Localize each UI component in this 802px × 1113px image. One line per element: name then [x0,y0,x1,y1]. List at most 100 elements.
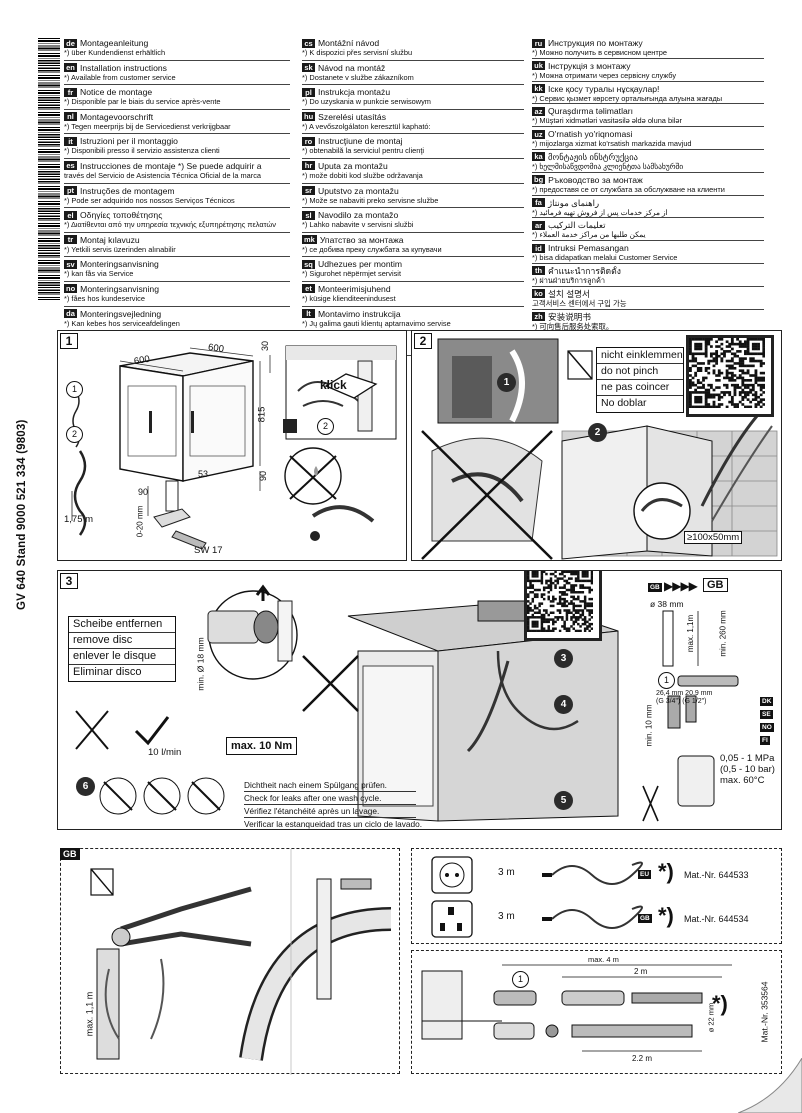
max-temperature: max. 60°C [720,775,765,786]
accessory-1-marker: 1 [512,971,529,988]
barcode [38,38,60,300]
language-title: Упатство за монтажа [319,234,404,245]
language-note: *) Tegen meerprijs bij de Servicedienst … [64,121,231,131]
hose-mat-number: Mat.-Nr. 353564 [759,981,770,1043]
drain-max: max. 1,1m [686,614,696,653]
language-code: mk [302,235,317,245]
language-note: *) K dispozici přes servisní službu [302,48,413,57]
gb-tag: GB [60,848,80,860]
language-title: Monteerimisjuhend [318,283,391,294]
language-title: Intruksi Pemasangan [548,243,629,254]
language-title: Szerelési utasítás [318,111,386,122]
language-title: คำแนะนำการติดตั้ง [548,265,621,276]
eu-flag: EU [638,870,652,879]
language-note: *) A vevőszolgálaton keresztül kapható: [302,121,431,131]
language-title: Montavimo instrukcija [318,308,401,319]
dim-plinth: 90 [258,470,269,482]
drain-min: min. 260 mm [718,610,728,657]
hose-extension-drawing [421,964,732,1052]
language-note: *) Сервис қызмет көрсету орталығында алу… [532,93,723,103]
gb-badge: GB [703,578,728,592]
language-note: *) Pode ser adquirido nos nossos Serviço… [64,195,235,205]
leak-check-fr: Vérifiez l'étanchéité après un lavage. [244,805,416,818]
disc-warning-de: Scheibe entfernen [69,617,175,633]
language-code: tr [64,235,77,245]
gb-mat-number: Mat.-Nr. 644534 [684,914,749,924]
language-code: hu [302,112,316,122]
language-code: cs [302,38,315,48]
language-code: pl [302,87,315,97]
page-curl-icon [738,1058,802,1113]
language-note: través del Servicio de Asistencia Técnic… [64,170,262,180]
language-note: *) يمكن طلبها من مراكز خدمة العملاء [532,230,646,240]
language-note: *) Dostanete v službe zákazníkom [302,72,414,82]
language-code: nl [64,112,77,122]
pressure-mpa: 0,05 - 1 MPa [720,753,775,764]
max-height: max. 1,1 m [84,991,95,1037]
language-note: *) Available from customer service [64,72,176,82]
disc-warning-fr: enlever le disque [69,649,175,665]
language-title: Instrucciones de montaje *) Se puede adq… [80,160,262,171]
language-code: ro [302,136,315,146]
step-5-marker: 5 [554,791,573,810]
panel-3-water-connection: 3 [57,570,782,830]
language-note: *) се добива преку службата за купувачи [302,244,442,254]
warning-fr: ne pas coincer [597,380,683,396]
dim-foot: 0-20 mm [135,505,145,538]
language-note: *) Do uzyskania w punkcie serwisowym [302,97,431,107]
gb-asterisk: *) [658,903,674,928]
product-code: GV 640 Stand 9000 521 334 (9803) [16,419,28,610]
language-code: pt [64,186,77,196]
step-2-marker: 2 [317,418,334,435]
eu-asterisk: *) [658,859,674,884]
language-code: ko [532,289,545,299]
language-code: fa [532,198,545,208]
accessory-2-marker: 2 [66,426,83,443]
language-title: Notice de montage [80,87,153,98]
language-title: Uputa za montažu [318,160,388,171]
qr-code [686,335,774,417]
language-title: تعليمات التركيب [548,220,606,231]
language-code: bg [532,175,546,185]
language-code: uk [532,61,545,71]
leak-check-en: Check for leaks after one wash cycle. [244,792,416,805]
language-code: hr [302,161,315,171]
thread-sizes: (G 3/4") (G 1/2") [656,698,707,705]
language-code: kk [532,84,545,94]
dim-height: 815 [256,406,268,423]
gb-cable-length: 3 m [498,911,515,922]
language-note: *) Yetkili servis üzerinden alınabilir [64,244,176,254]
panel-1-dimensions: 1 [57,330,407,561]
language-note: *) Jų galima gauti klientų aptarnavimo s… [302,318,451,328]
